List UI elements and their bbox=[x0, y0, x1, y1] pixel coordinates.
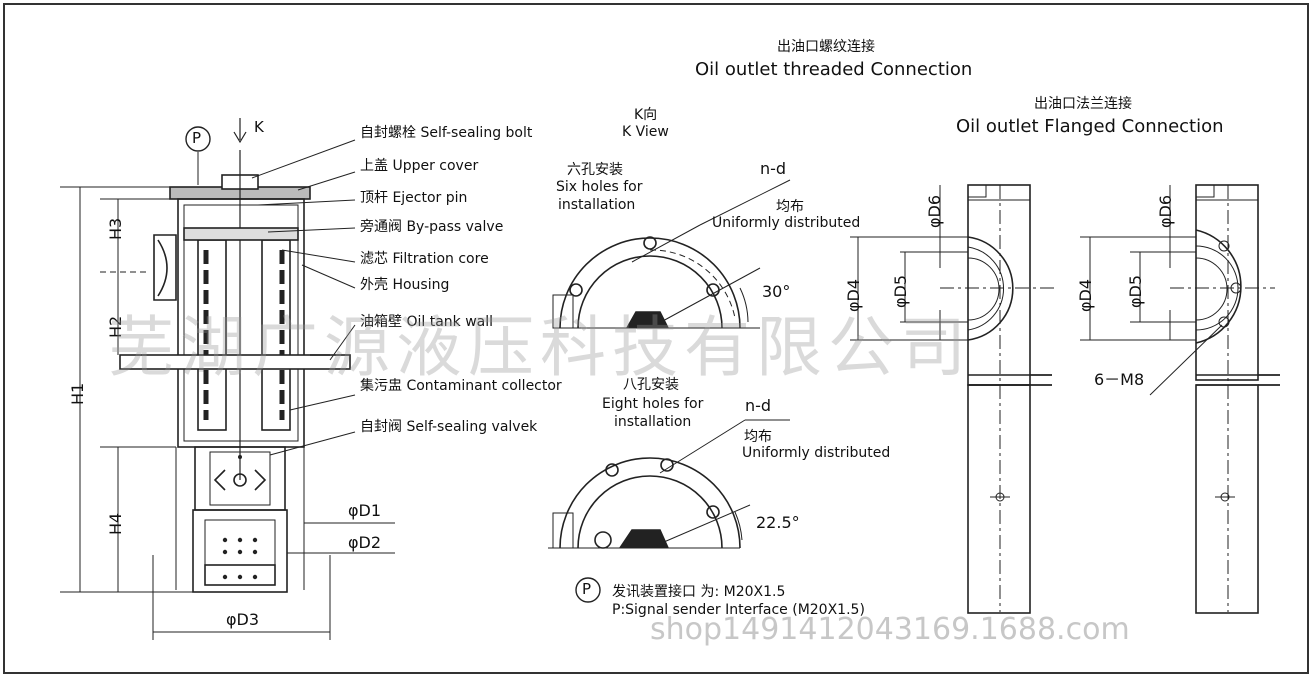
callout-ejector-pin: 顶杆 Ejector pin bbox=[360, 190, 468, 206]
flanged-title-en: Oil outlet Flanged Connection bbox=[956, 116, 1224, 137]
eight-holes-en1: Eight holes for bbox=[602, 396, 704, 412]
signal-note-cn: 发讯装置接口 为: M20X1.5 bbox=[612, 584, 786, 600]
k-view-cn: K向 bbox=[634, 107, 658, 123]
six-holes-nd: n-d bbox=[760, 159, 787, 178]
callout-housing: 外壳 Housing bbox=[360, 277, 450, 293]
drawing-frame bbox=[3, 3, 1309, 674]
eight-holes-dist-en: Uniformly distributed bbox=[742, 445, 891, 461]
callout-self-sealing-bolt: 自封螺栓 Self-sealing bolt bbox=[360, 125, 533, 141]
dim-H1: H1 bbox=[68, 382, 87, 405]
flange-bolt-label: 6－M8 bbox=[1094, 370, 1145, 389]
dim-D4-flanged: φD4 bbox=[1076, 278, 1095, 312]
signal-note-en: P:Signal sender Interface (M20X1.5) bbox=[612, 602, 865, 618]
threaded-title-cn: 出油口螺纹连接 bbox=[777, 39, 875, 55]
callout-contaminant-collector: 集污盅 Contaminant collector bbox=[360, 378, 562, 394]
dim-D4-threaded: φD4 bbox=[844, 278, 863, 312]
collector-dots bbox=[222, 455, 258, 580]
filter-assembly bbox=[119, 150, 351, 640]
six-holes-angle: 30° bbox=[762, 282, 791, 301]
callout-by-pass-valve: 旁通阀 By-pass valve bbox=[360, 219, 504, 235]
eight-holes-en2: installation bbox=[614, 414, 692, 430]
flanged-title-cn: 出油口法兰连接 bbox=[1034, 96, 1132, 112]
six-holes-dist-en: Uniformly distributed bbox=[712, 215, 861, 231]
left-dimensions bbox=[60, 186, 395, 633]
k-view-en: K View bbox=[622, 124, 669, 140]
watermark-company: 芜湖广源液压科技有限公司 bbox=[108, 309, 972, 386]
eight-hole-ring bbox=[548, 419, 790, 549]
dim-D3: φD3 bbox=[226, 610, 260, 629]
callout-filtration-core: 滤芯 Filtration core bbox=[360, 251, 489, 267]
eight-holes-cn: 八孔安装 bbox=[623, 377, 679, 393]
threaded-outlet bbox=[850, 184, 1055, 614]
callout-oil-tank-wall: 油箱壁 Oil tank wall bbox=[360, 314, 494, 330]
dim-D6-threaded: φD6 bbox=[925, 194, 944, 228]
dim-D6-flanged: φD6 bbox=[1156, 194, 1175, 228]
six-hole-ring bbox=[552, 179, 791, 329]
p-symbol-bottom: P bbox=[582, 580, 592, 598]
flanged-outlet bbox=[1080, 184, 1280, 614]
six-holes-en2: installation bbox=[558, 197, 636, 213]
eight-holes-angle: 22.5° bbox=[756, 513, 800, 532]
k-arrow-label: K bbox=[254, 118, 264, 136]
eight-holes-nd: n-d bbox=[745, 396, 772, 415]
dim-D5-flanged: φD5 bbox=[1126, 274, 1145, 308]
six-holes-cn: 六孔安装 bbox=[567, 162, 623, 178]
callout-self-sealing-valve: 自封阀 Self-sealing valvek bbox=[360, 419, 538, 435]
dim-D2: φD2 bbox=[348, 533, 382, 552]
watermark-shop: shop1491412043169.1688.com bbox=[650, 612, 1130, 647]
six-holes-en1: Six holes for bbox=[556, 179, 643, 195]
dim-D5-threaded: φD5 bbox=[891, 274, 910, 308]
six-holes-dist-cn: 均布 bbox=[776, 199, 804, 215]
callout-leaders bbox=[251, 139, 356, 456]
dim-H3: H3 bbox=[106, 217, 125, 240]
dim-H4: H4 bbox=[106, 512, 125, 535]
callout-upper-cover: 上盖 Upper cover bbox=[360, 158, 479, 174]
threaded-title-en: Oil outlet threaded Connection bbox=[695, 59, 973, 80]
eight-holes-dist-cn: 均布 bbox=[744, 429, 772, 445]
dim-D1: φD1 bbox=[348, 501, 382, 520]
p-symbol-top: P bbox=[192, 129, 202, 147]
